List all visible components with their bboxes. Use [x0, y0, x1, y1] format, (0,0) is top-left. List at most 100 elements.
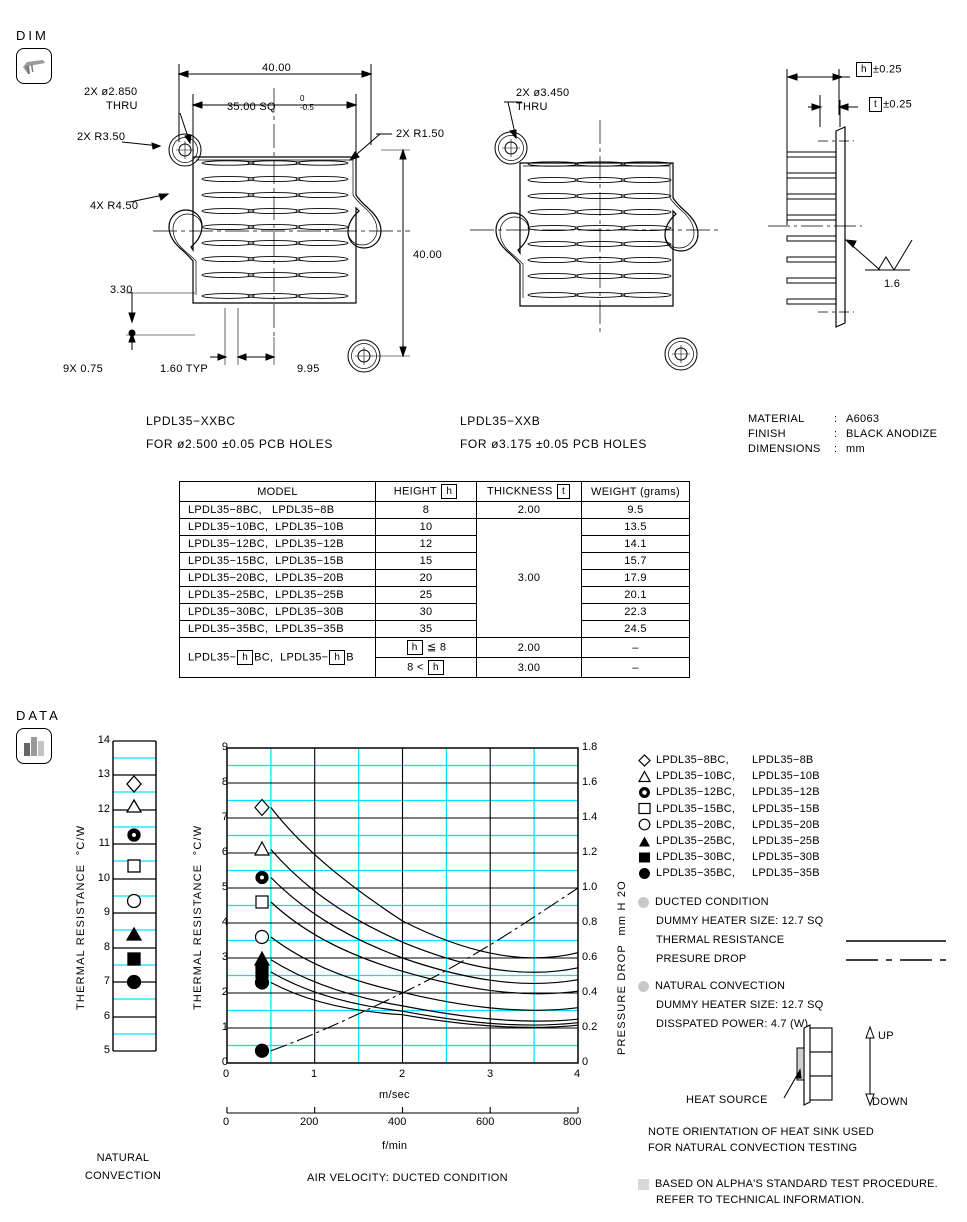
ytick-5: 5: [221, 881, 228, 893]
h-tolerance: ±0.25: [872, 63, 902, 76]
footer-note: BASED ON ALPHA'S STANDARD TEST PROCEDURE…: [638, 1176, 938, 1208]
spec-table-body: LPDL35−8BC, LPDL35−8B 8 2.00 9.5 LPDL35−…: [179, 501, 690, 678]
natural-heater-size: DUMMY HEATER SIZE: 12.7 SQ: [656, 999, 824, 1011]
side-t-dim: t±0.25: [868, 97, 912, 112]
dim-fin-count: 9X 0.75: [63, 363, 104, 375]
col-height: HEIGHT h: [375, 481, 477, 502]
main-chart-y2ticks: 1.8 1.6 1.4 1.2 1.0 0.8 0.6 0.4 0.2 0: [582, 735, 616, 1075]
nc-tick-13: 13: [97, 768, 110, 780]
x2tick-800: 800: [563, 1116, 582, 1128]
solid-line-sample: [846, 940, 946, 942]
cell-weight-cond1: –: [581, 637, 690, 658]
cell-thickness-merged: 3.00: [476, 518, 582, 638]
y2tick-1_2: 1.2: [582, 846, 598, 858]
h-symbol-box: h: [856, 62, 872, 77]
nc-tick-12: 12: [97, 803, 110, 815]
cell-weight: 20.1: [581, 586, 690, 604]
cell-height: 35: [375, 620, 477, 638]
dim-hole-note-line1: 2X ø2.850: [84, 86, 138, 98]
col-weight: WEIGHT (grams): [581, 481, 690, 502]
cell-weight: 14.1: [581, 535, 690, 553]
cell-weight: 22.3: [581, 603, 690, 621]
dim-typ: 1.60 TYP: [160, 363, 209, 375]
alt-hole-note-line1: 2X ø3.450: [516, 87, 570, 99]
nc-tick-14: 14: [97, 734, 110, 746]
orientation-note: NOTE ORIENTATION OF HEAT SINK USED FOR N…: [648, 1124, 874, 1156]
nc-caption-line1: NATURAL: [96, 1152, 150, 1164]
table-row: LPDL35−15BC, LPDL35−15B 15 15.7: [179, 552, 690, 570]
side-view-drawing: [768, 69, 913, 328]
finish-key: FINISH: [748, 428, 786, 440]
material-key: MATERIAL: [748, 413, 805, 425]
legend-item: LPDL35−35BC,LPDL35−35B: [638, 865, 820, 881]
main-chart-ylabel: THERMAL RESISTANCE °C/W: [192, 824, 204, 1010]
cell-height: 12: [375, 535, 477, 553]
legend-item: LPDL35−30BC,LPDL35−30B: [638, 849, 820, 865]
dim-offset: 9.95: [297, 363, 320, 375]
open-circle-marker-icon: [638, 818, 651, 831]
y2tick-0_4: 0.4: [582, 986, 598, 998]
spec-table-container: MODEL HEIGHT h THICKNESS t WEIGHT (grams…: [179, 481, 690, 678]
natural-convection-chart: [112, 740, 157, 1052]
cell-thickness: 2.00: [476, 501, 582, 519]
xtick-2: 2: [399, 1068, 406, 1080]
ytick-8: 8: [221, 776, 228, 788]
nc-caption-line2: CONVECTION: [84, 1170, 162, 1182]
nc-axis-label: THERMAL RESISTANCE °C/W: [75, 824, 87, 1010]
tol-lower: -0.5: [300, 103, 314, 112]
x2tick-0: 0: [223, 1116, 230, 1128]
ytick-1: 1: [221, 1021, 228, 1033]
finish-value: BLACK ANODIZE: [846, 428, 938, 440]
orientation-note-line2: FOR NATURAL CONVECTION TESTING: [648, 1142, 858, 1154]
triangle-marker-icon: [638, 770, 651, 783]
main-chart-xlabel: m/sec: [379, 1089, 410, 1101]
bar-chart-icon: [16, 728, 52, 764]
filled-circle-marker-icon: [638, 867, 651, 880]
secondary-x-ticklabels: 0 200 400 600 800: [190, 1116, 610, 1136]
cell-thickness-cond2: 3.00: [476, 657, 582, 678]
side-h-dim: h±0.25: [855, 62, 902, 77]
cell-model: LPDL35−15BC, LPDL35−15B: [179, 552, 376, 570]
cell-height: 10: [375, 518, 477, 536]
ytick-2: 2: [221, 986, 228, 998]
y2tick-0_6: 0.6: [582, 951, 598, 963]
footer-line2: REFER TO TECHNICAL INFORMATION.: [656, 1194, 865, 1206]
legend-item: LPDL35−15BC,LPDL35−15B: [638, 801, 820, 817]
footer-bullet-icon: [638, 1178, 649, 1190]
main-chart-yunit: °C/W: [192, 824, 204, 856]
cell-weight: 13.5: [581, 518, 690, 536]
legend-item: LPDL35−25BC,LPDL35−25B: [638, 833, 820, 849]
ducted-title: DUCTED CONDITION: [655, 896, 769, 908]
t-tolerance: ±0.25: [883, 98, 913, 111]
legend-item: LPDL35−10BC,LPDL35−10B: [638, 768, 820, 784]
nc-tick-6: 6: [103, 1010, 110, 1022]
nc-tick-labels: 14 13 12 11 10 9 8 7 6 5: [88, 734, 112, 1070]
ytick-0: 0: [221, 1056, 228, 1068]
table-row: LPDL35−12BC, LPDL35−12B 12 14.1: [179, 535, 690, 553]
cell-model: LPDL35−30BC, LPDL35−30B: [179, 603, 376, 621]
legend-item: LPDL35−12BC,LPDL35−12B: [638, 784, 820, 800]
cell-weight-cond2: –: [581, 657, 690, 678]
cell-height-cond2: 8 < h: [375, 657, 477, 678]
heat-source-label: HEAT SOURCE: [686, 1094, 768, 1106]
dimensions-key: DIMENSIONS: [748, 443, 821, 455]
dim-r450: 4X R4.50: [90, 200, 139, 212]
nc-tick-5: 5: [103, 1044, 110, 1056]
diamond-marker-icon: [638, 753, 651, 767]
h-symbol-box-a: h: [237, 650, 254, 665]
y2tick-1_6: 1.6: [582, 776, 598, 788]
alt-view-caption-model: LPDL35−XXB: [460, 414, 541, 428]
table-row-variable: 8 < h 3.00 –: [180, 657, 690, 678]
dim-square-tolerance: 0 -0.5: [300, 94, 314, 112]
cell-model: LPDL35−35BC, LPDL35−35B: [179, 620, 376, 638]
nc-tick-7: 7: [103, 975, 110, 987]
ducted-tr-label: THERMAL RESISTANCE: [656, 934, 785, 946]
cell-weight: 9.5: [581, 501, 690, 519]
natural-title-row: NATURAL CONVECTION: [638, 977, 823, 996]
table-row: LPDL35−20BC, LPDL35−20B 20 17.9: [179, 569, 690, 587]
cell-model: LPDL35−25BC, LPDL35−25B: [179, 586, 376, 604]
front-view-drawing: [121, 64, 410, 373]
y2tick-1_4: 1.4: [582, 811, 598, 823]
thickness-symbol-box: t: [556, 484, 571, 499]
